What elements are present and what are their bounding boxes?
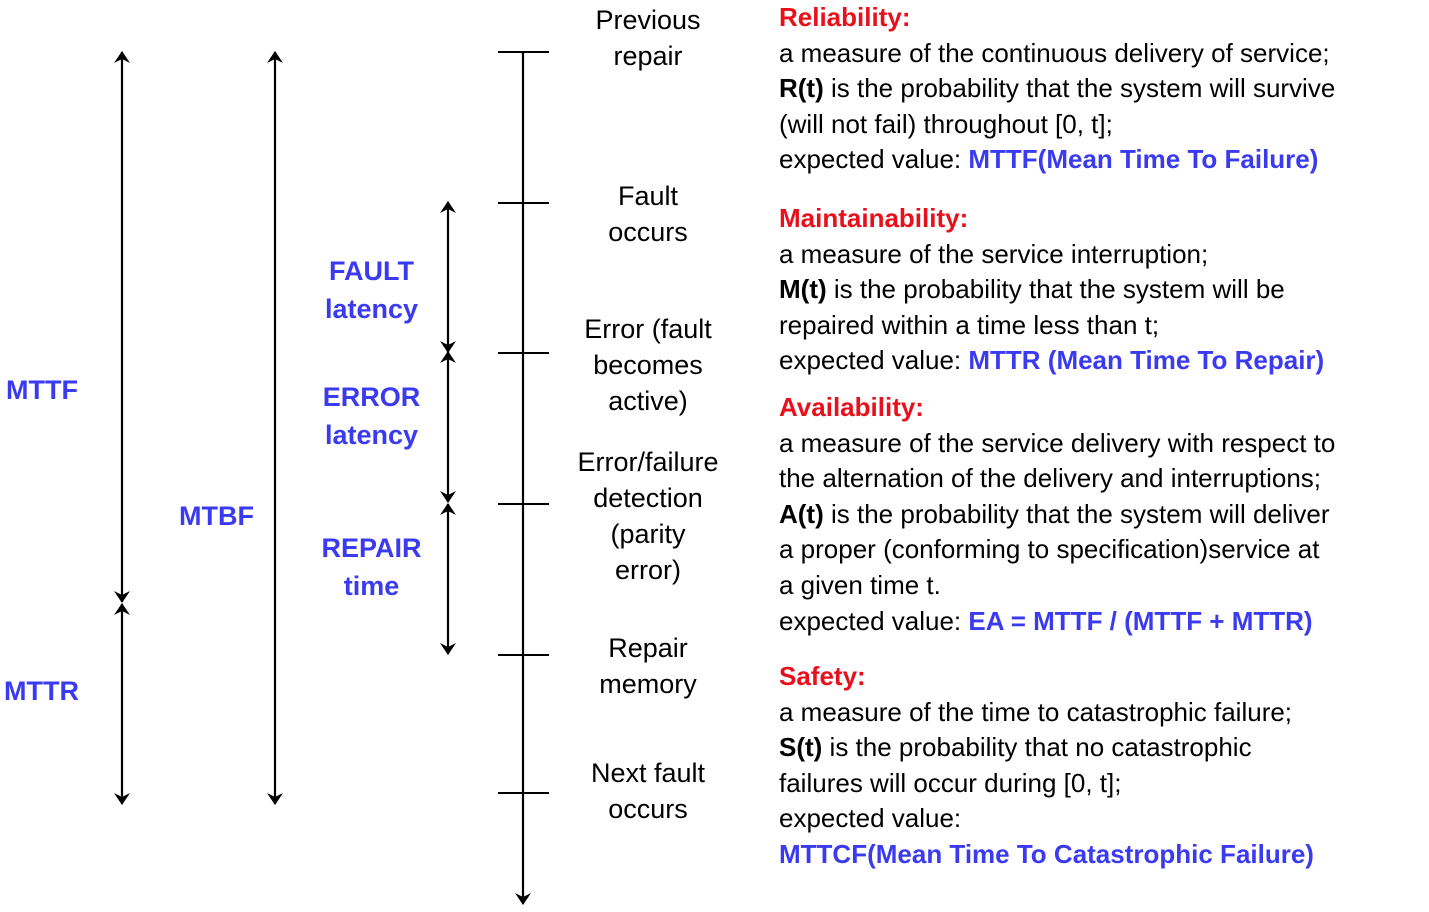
event-text: Fault [617,181,679,211]
safety-line: S(t) is the probability that no catastro… [779,730,1429,766]
availability-line: a proper (conforming to specification)se… [779,534,1320,565]
event-fault-occurs: Fault occurs [548,178,748,250]
availability-expected-value: EA = MTTF / (MTTF + MTTR) [968,605,1313,636]
event-text: memory [599,669,697,699]
event-repair-memory: Repair memory [548,630,748,702]
reliability-heading: Reliability: [779,2,911,32]
event-previous-repair: Previous repair [548,2,748,74]
availability-line: a measure of the service delivery with r… [779,427,1336,458]
fault-latency-label-line1: FAULT [329,256,414,286]
safety-line-text: is the probability that no catastrophic [822,732,1252,763]
event-text: Repair [608,633,688,663]
maintainability-expected-value: MTTR (Mean Time To Repair) [968,345,1325,376]
maintainability-expected: expected value: MTTR (Mean Time To Repai… [779,343,1429,379]
safety-heading: Safety: [779,661,866,691]
mttf-label: MTTF [6,375,78,405]
availability-line-text: is the probability that the system will … [823,498,1330,529]
reliability-line: (will not fail) throughout [0, t]; [779,108,1113,139]
maintainability-line: repaired within a time less than t; [779,309,1160,340]
fault-latency-label-line2: latency [324,294,419,324]
event-text: Previous [595,5,701,35]
event-next-fault: Next fault occurs [548,755,748,827]
reliability-expected-value: MTTF(Mean Time To Failure) [968,144,1319,175]
safety-function: S(t) [779,732,823,763]
availability-heading: Availability: [779,392,924,422]
repair-time-label: REPAIR time [300,529,443,605]
event-text: Next fault [590,758,706,788]
repair-time-label-line1: REPAIR [321,533,422,563]
mtbf-label: MTBF [179,501,254,531]
mttr-label: MTTR [4,676,79,706]
availability-expected: expected value: EA = MTTF / (MTTF + MTTR… [779,604,1429,640]
event-text: Error (fault [584,314,712,344]
availability-function: A(t) [779,498,824,529]
error-latency-label-line2: latency [324,420,419,450]
event-text: error) [615,555,681,585]
maintainability-block: Maintainability: a measure of the servic… [779,201,1429,379]
event-text: occurs [608,217,688,247]
maintainability-heading: Maintainability: [779,203,969,233]
safety-expected: expected value: [779,803,962,834]
event-error-failure-detection: Error/failure detection (parity error) [548,444,748,588]
safety-block: Safety: a measure of the time to catastr… [779,659,1429,873]
error-latency-label-line1: ERROR [322,382,421,412]
maintainability-line: M(t) is the probability that the system … [779,272,1429,308]
reliability-line: R(t) is the probability that the system … [779,71,1429,107]
event-text: (parity [610,519,686,549]
maintainability-line-text: is the probability that the system will … [826,274,1285,305]
event-text: repair [613,41,683,71]
maintainability-line: a measure of the service interruption; [779,238,1209,269]
event-text: detection [593,483,703,513]
repair-time-label-line2: time [343,571,400,601]
maintainability-function: M(t) [779,274,827,305]
reliability-expected: expected value: MTTF(Mean Time To Failur… [779,142,1429,178]
fault-latency-label: FAULT latency [300,252,443,328]
expected-value-label: expected value: [779,345,969,376]
availability-line: A(t) is the probability that the system … [779,497,1429,533]
event-text: occurs [608,794,688,824]
event-text: Error/failure [577,447,719,477]
availability-line: a given time t. [779,569,941,600]
reliability-block: Reliability: a measure of the continuous… [779,0,1429,178]
expected-value-label: expected value: [779,605,969,636]
event-error-active: Error (fault becomes active) [548,311,748,419]
availability-line: the alternation of the delivery and inte… [779,463,1322,494]
safety-line: failures will occur during [0, t]; [779,767,1122,798]
expected-value-label: expected value: [779,144,969,175]
event-text: active) [608,386,688,416]
event-text: becomes [593,350,703,380]
reliability-line-text: is the probability that the system will … [823,73,1336,104]
availability-block: Availability: a measure of the service d… [779,390,1429,639]
reliability-function: R(t) [779,73,824,104]
safety-expected-value: MTTCF(Mean Time To Catastrophic Failure) [779,838,1314,869]
error-latency-label: ERROR latency [300,378,443,454]
safety-line: a measure of the time to catastrophic fa… [779,696,1293,727]
reliability-line: a measure of the continuous delivery of … [779,37,1330,68]
